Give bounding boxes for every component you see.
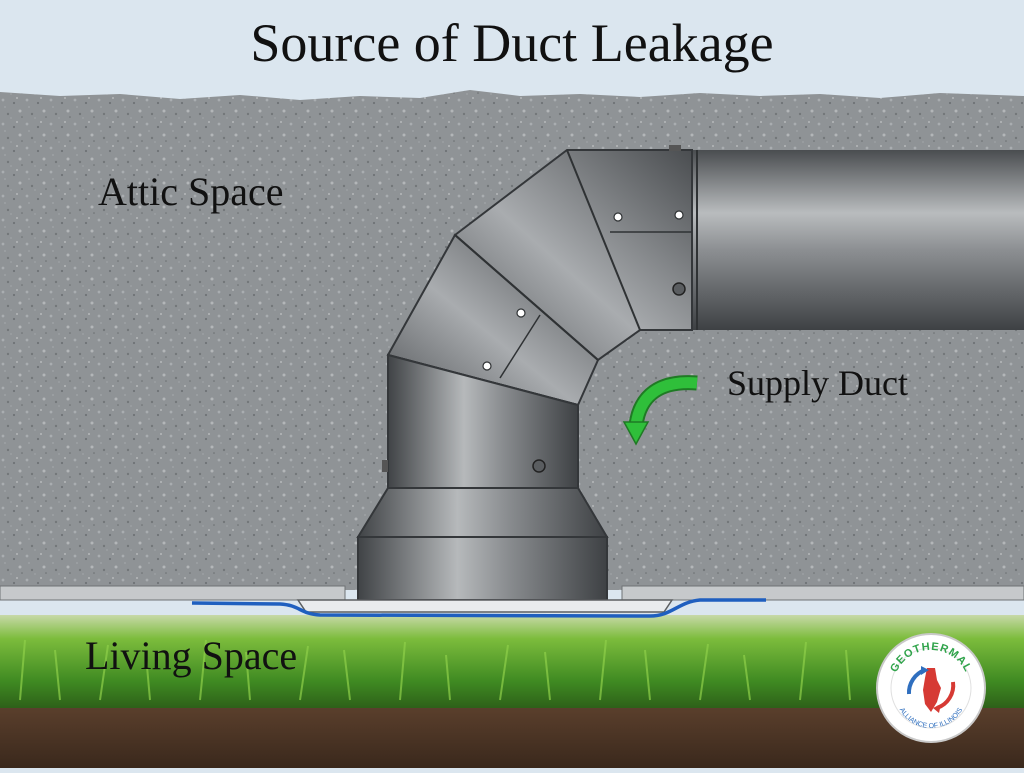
soil-strip [0, 708, 1024, 768]
curved-arrow-icon [622, 375, 698, 446]
duct-clip-side [382, 460, 388, 472]
geothermal-logo-icon: GEOTHERMAL ALLIANCE OF ILLINOIS [875, 632, 987, 744]
duct-screws [482, 210, 684, 371]
ceiling-drywall-right [621, 585, 1024, 601]
grass-blades [19, 639, 851, 701]
duct-reducer [356, 487, 609, 538]
duct-bolts [532, 282, 686, 473]
grass-strip [0, 615, 1024, 710]
duct-clip [669, 145, 681, 151]
leak-path-line [191, 598, 766, 618]
register-boot [357, 536, 608, 601]
living-space-label: Living Space [85, 633, 298, 678]
page-title: Source of Duct Leakage [250, 13, 774, 73]
ceiling-drywall-left [0, 585, 346, 601]
register-grille [296, 599, 674, 613]
horizontal-duct [692, 150, 1024, 330]
attic-space-label: Attic Space [98, 169, 284, 214]
sky-background [0, 0, 1024, 110]
supply-duct-label: Supply Duct [727, 363, 909, 403]
